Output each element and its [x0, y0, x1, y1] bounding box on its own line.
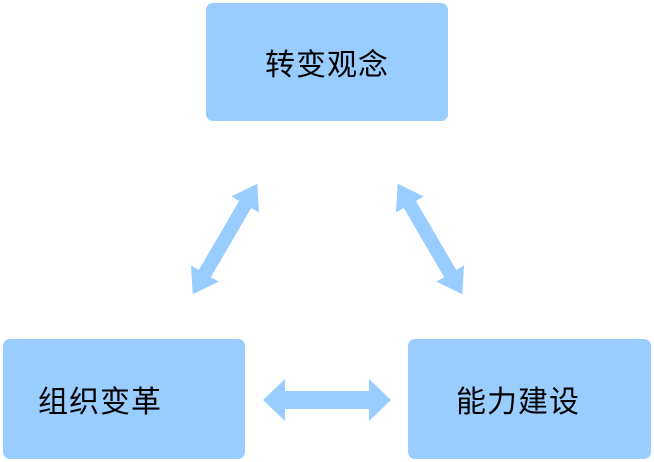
node-label: 组织变革 — [38, 385, 162, 420]
node-label: 能力建设 — [456, 385, 580, 420]
double-arrow-left-right — [263, 379, 391, 421]
node-label: 转变观念 — [265, 48, 389, 83]
node-organizational-change: 组织变革 — [3, 339, 245, 459]
double-arrow-left-top — [191, 183, 259, 295]
double-arrow-top-right — [396, 183, 464, 295]
node-capability-building: 能力建设 — [408, 339, 651, 459]
node-change-mindset: 转变观念 — [206, 3, 448, 121]
